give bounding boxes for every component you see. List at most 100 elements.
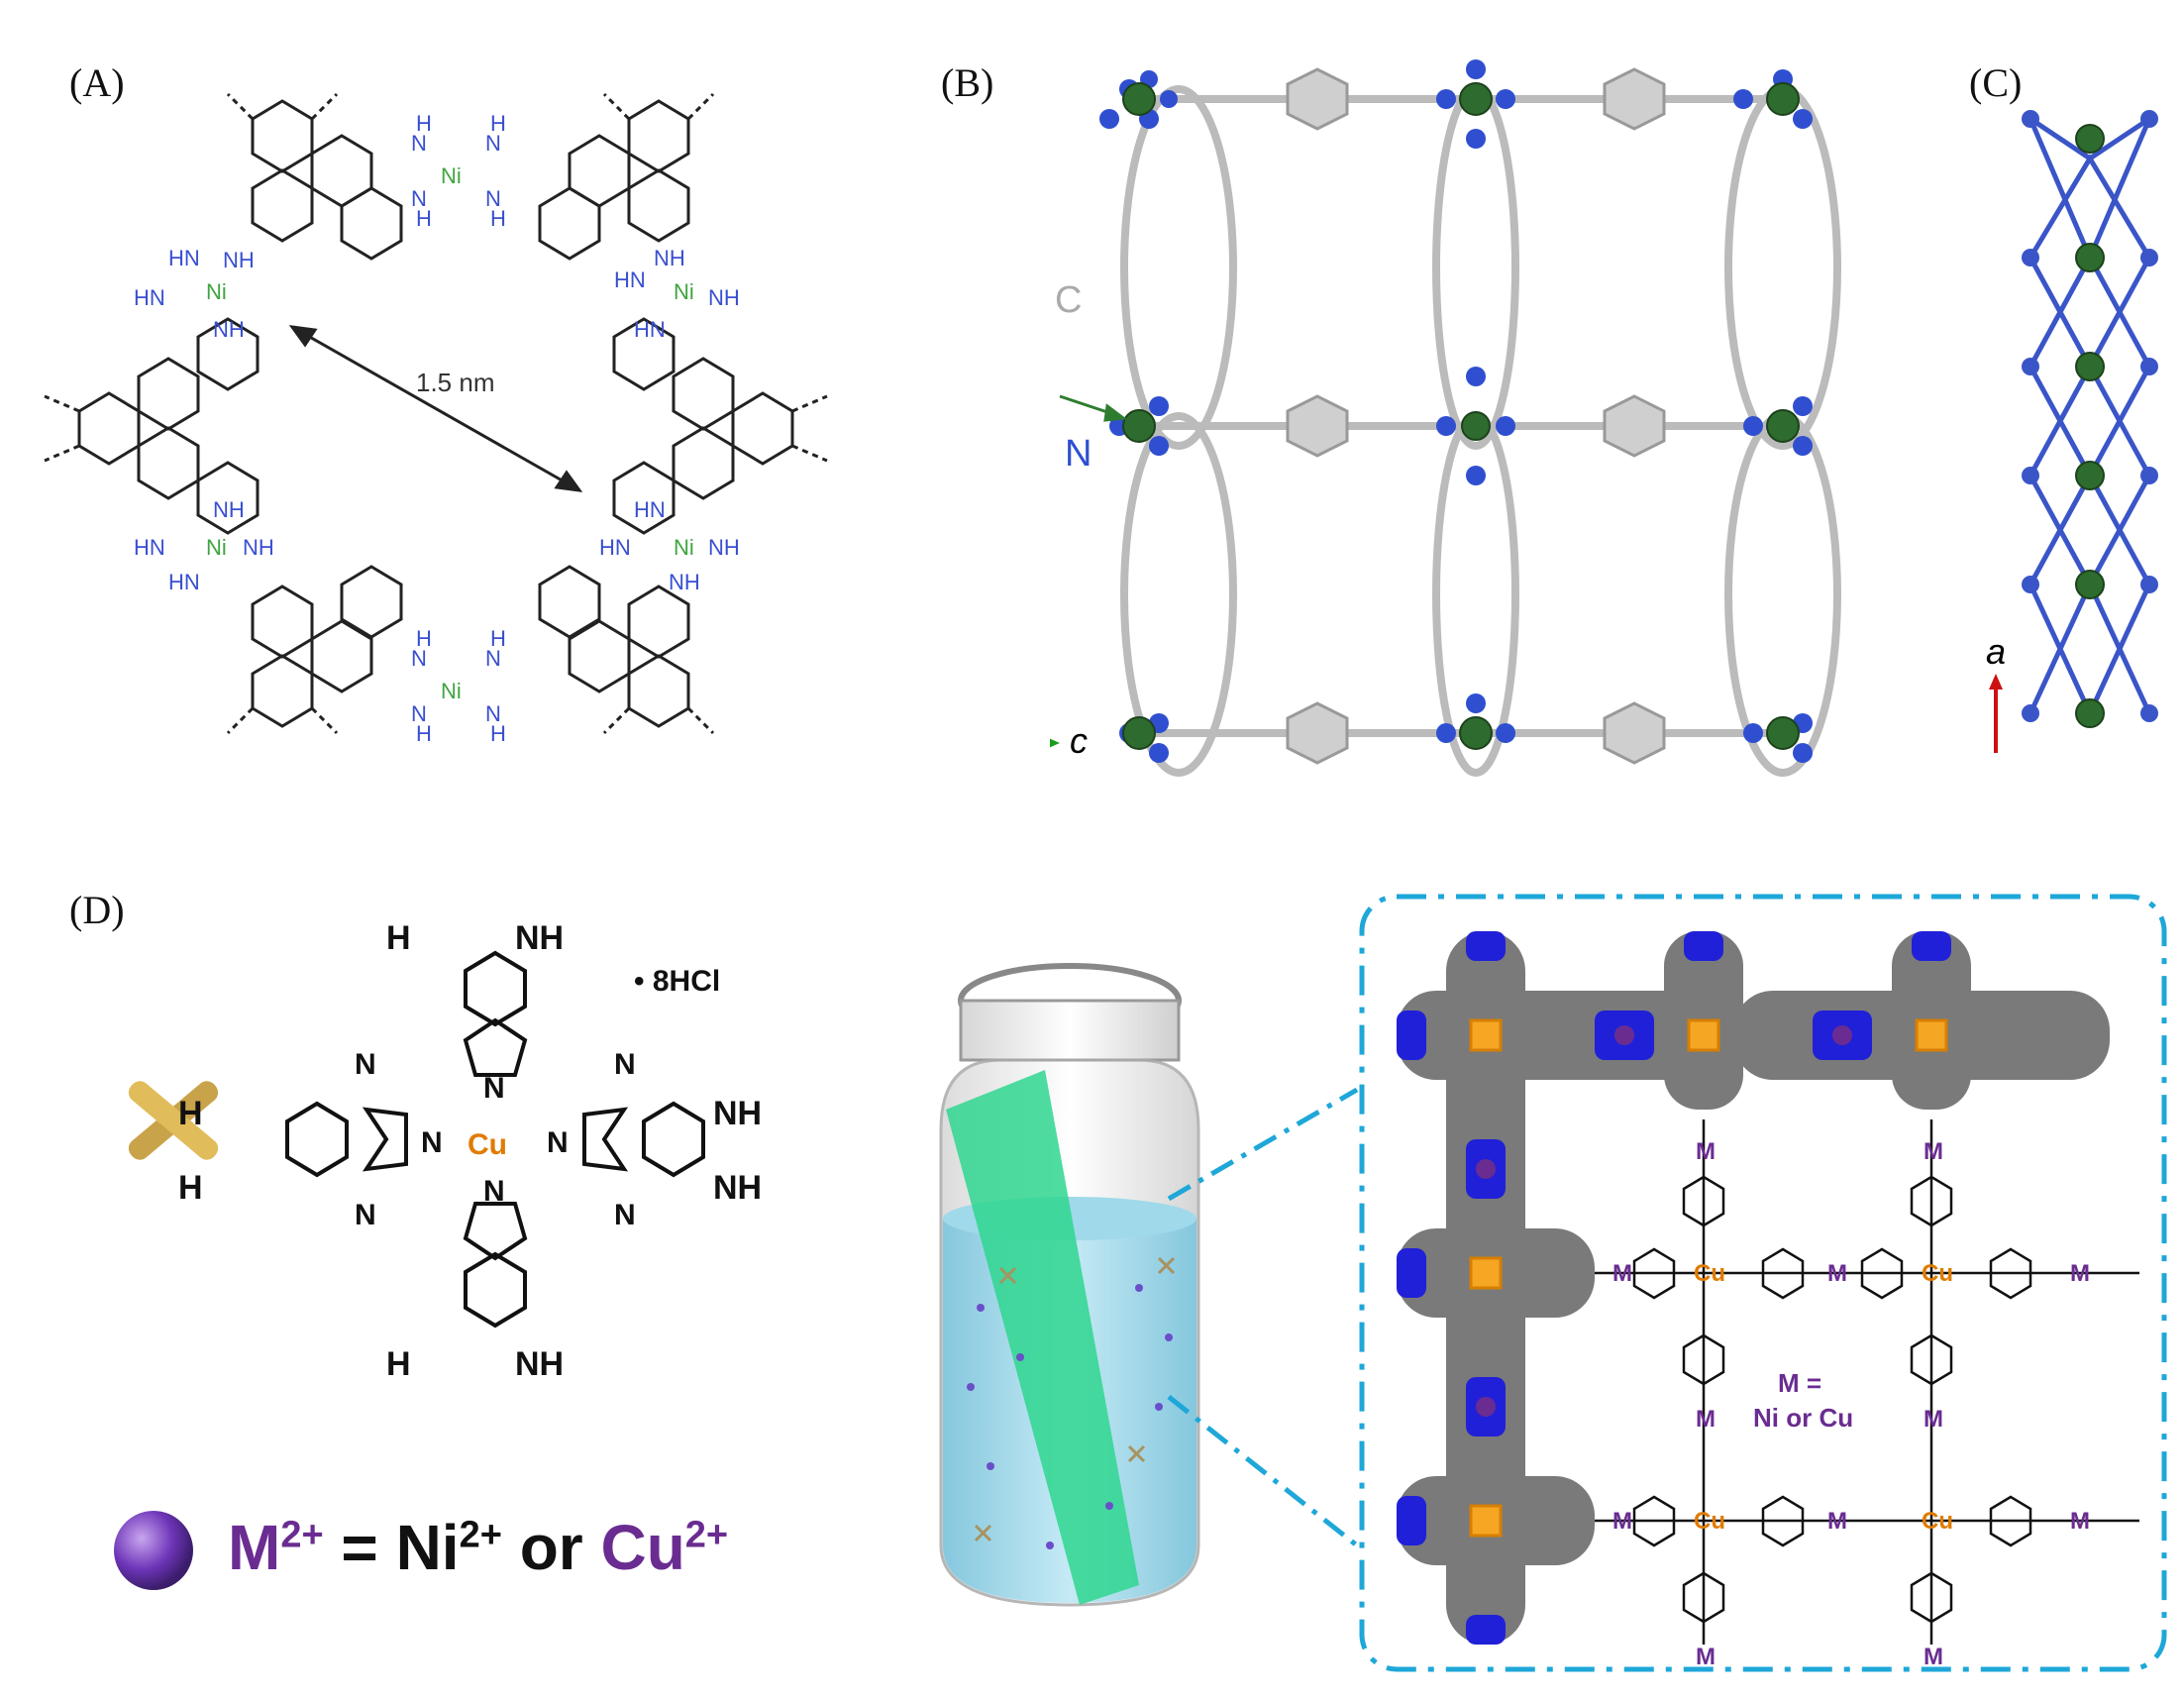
- svg-text:NH: NH: [223, 248, 255, 272]
- axis-triad: [1050, 738, 1060, 748]
- svg-text:Cu: Cu: [1922, 1260, 1953, 1287]
- ni-linkages: H N N H H N N H Ni H N N H H N N H Ni HN…: [134, 111, 740, 746]
- cupc-precursor-structure: N N N N N N N N Cu H NH H H NH NH H NH •…: [128, 919, 762, 1383]
- svg-text:Ni: Ni: [206, 279, 227, 304]
- svg-text:H: H: [178, 1095, 203, 1132]
- ni-node-lower-right: HN HN Ni NH NH: [599, 497, 740, 594]
- svg-text:N: N: [485, 646, 501, 671]
- svg-text:HN: HN: [168, 570, 200, 594]
- chain-nitrogens: [2022, 110, 2158, 722]
- svg-text:Ni: Ni: [441, 679, 462, 703]
- spacefill-nodes: [1397, 931, 2110, 1645]
- dispersed-ions: [967, 1284, 1173, 1549]
- line-structure-grid: [1595, 1119, 2139, 1645]
- svg-text:HN: HN: [634, 497, 666, 522]
- svg-text:Cu: Cu: [1694, 1508, 1725, 1535]
- nitrogen-label: N: [1065, 433, 1092, 475]
- svg-text:N: N: [483, 1072, 505, 1105]
- svg-text:HN: HN: [168, 246, 200, 270]
- panel-b-label: (B): [941, 60, 994, 105]
- grid-metal-labels: Cu Cu Cu Cu M M M M M M M M M M M M: [1612, 1138, 2090, 1670]
- svg-text:N: N: [485, 186, 501, 211]
- svg-text:NH: NH: [213, 317, 245, 342]
- chain-bonds: [2028, 116, 2152, 719]
- svg-text:M: M: [1924, 1406, 1943, 1433]
- ni-node-upper-left: HN NH HN Ni NH: [134, 246, 255, 342]
- m-definition-label: M =: [1778, 1368, 1821, 1398]
- svg-text:N: N: [411, 646, 427, 671]
- svg-text:Cu: Cu: [1694, 1260, 1725, 1287]
- svg-text:H: H: [416, 111, 432, 136]
- axis-c-label: c: [1070, 720, 1088, 761]
- metal-ion-legend: M2+ = Ni2+ or Cu2+: [109, 1506, 743, 1605]
- panel-a-label: (A): [69, 60, 125, 105]
- svg-text:H: H: [178, 1169, 203, 1207]
- svg-text:H: H: [490, 626, 506, 651]
- green-film: [946, 1070, 1139, 1605]
- ni-node-upper-right: NH HN Ni NH HN: [614, 246, 740, 342]
- svg-text:HN: HN: [134, 535, 165, 560]
- dispersed-linkers: [974, 1256, 1176, 1542]
- svg-text:H: H: [490, 206, 506, 231]
- svg-text:M: M: [1924, 1644, 1943, 1670]
- svg-text:N: N: [614, 1199, 636, 1231]
- svg-text:N: N: [411, 701, 427, 726]
- pc-amine-labels: H NH H H NH NH H NH: [178, 919, 762, 1383]
- m-options-label: Ni or Cu: [1753, 1403, 1853, 1433]
- svg-text:M: M: [1924, 1138, 1943, 1165]
- svg-text:NH: NH: [213, 497, 245, 522]
- svg-text:H: H: [416, 721, 432, 746]
- svg-text:HN: HN: [614, 267, 646, 292]
- benzene-rings: [1286, 67, 1666, 765]
- axis-a-label-c: a: [1986, 631, 2006, 672]
- iron-arrow: [1059, 394, 1127, 422]
- pc-atom-labels: N N N N N N N N Cu: [355, 1048, 636, 1231]
- ni-node-top: H N N H H N N H Ni: [411, 111, 506, 231]
- svg-text:N: N: [355, 1048, 376, 1081]
- zoom-connector-lines: [1167, 1087, 1359, 1547]
- svg-text:N: N: [411, 186, 427, 211]
- svg-text:NH: NH: [713, 1095, 762, 1132]
- svg-text:Cu: Cu: [1922, 1508, 1953, 1535]
- reaction-bottle: [939, 963, 1200, 1607]
- svg-text:Cu: Cu: [468, 1128, 507, 1161]
- svg-text:N: N: [614, 1048, 636, 1081]
- svg-text:M: M: [1696, 1644, 1716, 1670]
- phthalocyanine-core: [285, 950, 705, 1329]
- svg-text:N: N: [483, 1175, 505, 1208]
- chain-iron-atoms: [2075, 124, 2105, 728]
- svg-text:Ni: Ni: [674, 279, 694, 304]
- svg-text:N: N: [485, 131, 501, 156]
- panel-d-label: (D): [69, 888, 125, 932]
- svg-text:NH: NH: [243, 535, 274, 560]
- svg-text:HN: HN: [599, 535, 631, 560]
- svg-text:M: M: [2070, 1508, 2090, 1535]
- ni-node-lower-left: NH HN Ni NH HN: [134, 497, 274, 594]
- ni-node-bottom: H N N H H N N H Ni: [411, 626, 506, 746]
- svg-text:H: H: [386, 919, 411, 957]
- svg-text:N: N: [547, 1126, 569, 1159]
- svg-text:Ni: Ni: [441, 163, 462, 188]
- svg-text:NH: NH: [654, 246, 685, 270]
- svg-text:NH: NH: [515, 1345, 564, 1383]
- metal-sphere-icon: [114, 1511, 193, 1590]
- svg-text:H: H: [490, 111, 506, 136]
- svg-text:Ni: Ni: [206, 535, 227, 560]
- carbon-label: C: [1055, 279, 1082, 321]
- svg-text:NH: NH: [713, 1169, 762, 1207]
- panel-c-chain: a: [1986, 110, 2158, 753]
- panel-a-ni-framework: H N N H H N N H Ni H N N H H N N H Ni HN…: [44, 92, 828, 746]
- svg-text:NH: NH: [708, 285, 740, 310]
- pore-size-arrow: [288, 325, 583, 492]
- svg-text:N: N: [355, 1199, 376, 1231]
- svg-text:M: M: [1827, 1260, 1847, 1287]
- svg-text:NH: NH: [708, 535, 740, 560]
- svg-text:Ni: Ni: [674, 535, 694, 560]
- zoomed-framework: Cu Cu Cu Cu M M M M M M M M M M M M M = …: [1359, 894, 2167, 1672]
- iron-atoms: [1122, 82, 1800, 750]
- triphenylene-backbone: [44, 92, 828, 735]
- svg-text:H: H: [416, 206, 432, 231]
- svg-text:H: H: [386, 1345, 411, 1383]
- panel-c-label: (C): [1969, 60, 2023, 105]
- svg-text:N: N: [485, 701, 501, 726]
